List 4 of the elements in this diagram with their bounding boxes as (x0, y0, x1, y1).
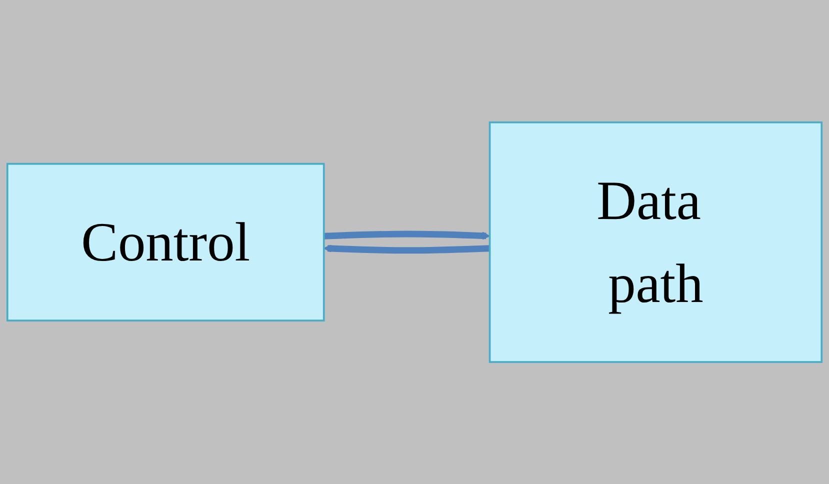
arrow (324, 230, 490, 240)
arrow (324, 244, 490, 254)
node-box: Data path (488, 121, 823, 363)
node-box: Control (6, 162, 325, 322)
